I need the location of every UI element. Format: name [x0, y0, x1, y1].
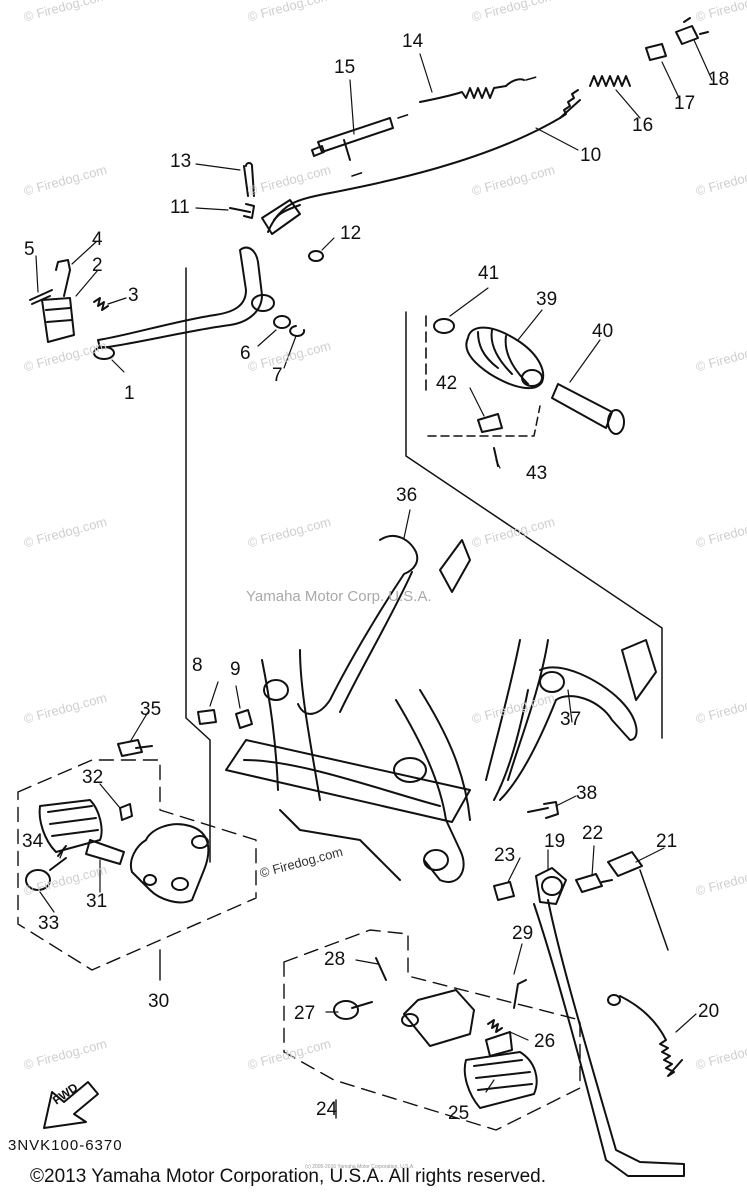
washer-6: [273, 315, 291, 329]
callout-3: 3: [128, 285, 139, 306]
pin-15: [311, 117, 394, 161]
callout-25: 25: [448, 1103, 470, 1124]
callout-35: 35: [140, 699, 162, 720]
nut-18: [675, 17, 709, 45]
callout-15: 15: [334, 57, 356, 78]
callout-6: 6: [240, 343, 251, 364]
brake-rod: [261, 89, 581, 235]
center-watermark: Yamaha Motor Corp. U.S.A.: [246, 588, 432, 605]
callout-33: 33: [38, 913, 60, 934]
nut-23: [493, 881, 515, 901]
callout-39: 39: [536, 289, 558, 310]
callout-23: 23: [494, 845, 516, 866]
bolt-22: [575, 873, 613, 893]
side-stand-19: [533, 867, 685, 1177]
fwd-arrow: [43, 1081, 99, 1129]
callout-27: 27: [294, 1003, 316, 1024]
callout-38: 38: [576, 783, 598, 804]
callout-5: 5: [24, 239, 35, 260]
callout-14: 14: [402, 31, 424, 52]
rear-footrest-37: [493, 639, 657, 801]
brake-pedal-tip: [41, 259, 75, 343]
callout-2: 2: [92, 255, 103, 276]
callout-37: 37: [560, 709, 582, 730]
tiny-copyright-note: (c) 2005-2016 Yamaha Motor Corporation, …: [305, 1164, 415, 1170]
spring-16: [589, 75, 631, 87]
bolt-8: [197, 709, 217, 725]
callout-16: 16: [632, 115, 654, 136]
callout-28: 28: [324, 949, 346, 970]
callout-20: 20: [698, 1001, 720, 1022]
frame-stay-36: [297, 534, 471, 715]
washer-41: [433, 318, 455, 334]
callout-26: 26: [534, 1031, 556, 1052]
callout-32: 32: [82, 767, 104, 788]
main-frame: [225, 639, 549, 883]
bolt-35: [117, 739, 153, 757]
copyright-notice: ©2013 Yamaha Motor Corporation, U.S.A. A…: [30, 1166, 546, 1187]
joint-17: [645, 43, 667, 61]
callout-42: 42: [436, 373, 458, 394]
callout-17: 17: [674, 93, 696, 114]
footrest-pin-40: [551, 383, 625, 435]
callout-36: 36: [396, 485, 418, 506]
callout-21: 21: [656, 831, 678, 852]
brake-pedal-lever: [93, 246, 275, 360]
footrest-rubber-39: [465, 326, 545, 390]
nut-9: [235, 709, 253, 729]
callout-30: 30: [148, 991, 170, 1012]
callout-10: 10: [580, 145, 602, 166]
callout-22: 22: [582, 823, 604, 844]
spring-3: [93, 297, 109, 311]
callout-1: 1: [124, 383, 135, 404]
washer-12: [308, 250, 324, 262]
plate-21: [607, 851, 643, 877]
pin-42: [477, 413, 503, 433]
callout-7: 7: [272, 365, 283, 386]
drawing-code: 3NVK100-6370: [8, 1137, 123, 1154]
spring-14: [419, 78, 525, 103]
spring-20: [619, 995, 683, 1077]
callout-19: 19: [544, 831, 566, 852]
callout-29: 29: [512, 923, 534, 944]
callout-9: 9: [230, 659, 241, 680]
footrest-assembly-30: [25, 799, 210, 904]
callout-41: 41: [478, 263, 500, 284]
footrest-assembly-24: [333, 957, 538, 1109]
bolt-5: [29, 289, 53, 305]
callout-11: 11: [170, 197, 190, 218]
callout-43: 43: [526, 463, 548, 484]
callout-24: 24: [316, 1099, 338, 1120]
callout-34: 34: [22, 831, 44, 852]
callout-13: 13: [170, 151, 192, 172]
bolt-38: [527, 801, 559, 819]
callout-40: 40: [592, 321, 614, 342]
callout-8: 8: [192, 655, 203, 676]
callout-12: 12: [340, 223, 362, 244]
callout-31: 31: [86, 891, 108, 912]
cotter-13: [243, 162, 255, 197]
callout-18: 18: [708, 69, 730, 90]
bolt-11: [229, 203, 255, 219]
callout-4: 4: [92, 229, 103, 250]
clip-7: [289, 325, 306, 337]
